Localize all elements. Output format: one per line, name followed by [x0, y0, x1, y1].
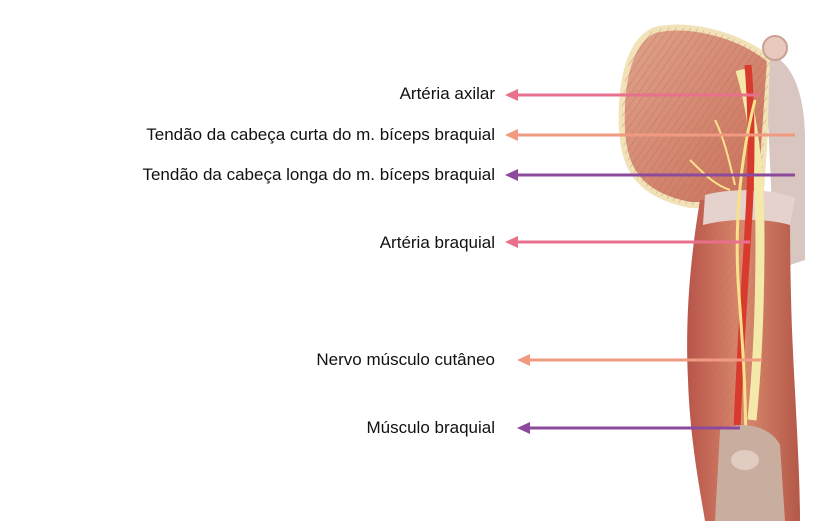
elbow-region	[715, 425, 785, 521]
label-tendao-cabeca-curta: Tendão da cabeça curta do m. bíceps braq…	[146, 125, 495, 144]
arrow-head-musculo-braquial	[517, 422, 530, 434]
label-tendao-cabeca-longa: Tendão da cabeça longa do m. bíceps braq…	[142, 165, 495, 184]
label-nervo-musculo-cutaneo: Nervo músculo cutâneo	[316, 350, 495, 369]
label-arteria-braquial: Artéria braquial	[380, 233, 495, 252]
label-musculo-braquial: Músculo braquial	[366, 418, 495, 437]
arrow-head-arteria-braquial	[505, 236, 518, 248]
arrow-head-tendao-cabeca-curta	[505, 129, 518, 141]
arrow-head-arteria-axilar	[505, 89, 518, 101]
labels: Artéria axilar Tendão da cabeça curta do…	[142, 84, 495, 437]
label-arteria-axilar: Artéria axilar	[400, 84, 496, 103]
humeral-head	[763, 36, 787, 60]
arrow-head-tendao-cabeca-longa	[505, 169, 518, 181]
arrow-head-nervo-musculo-cutaneo	[517, 354, 530, 366]
arm-model-illustration	[622, 28, 805, 521]
